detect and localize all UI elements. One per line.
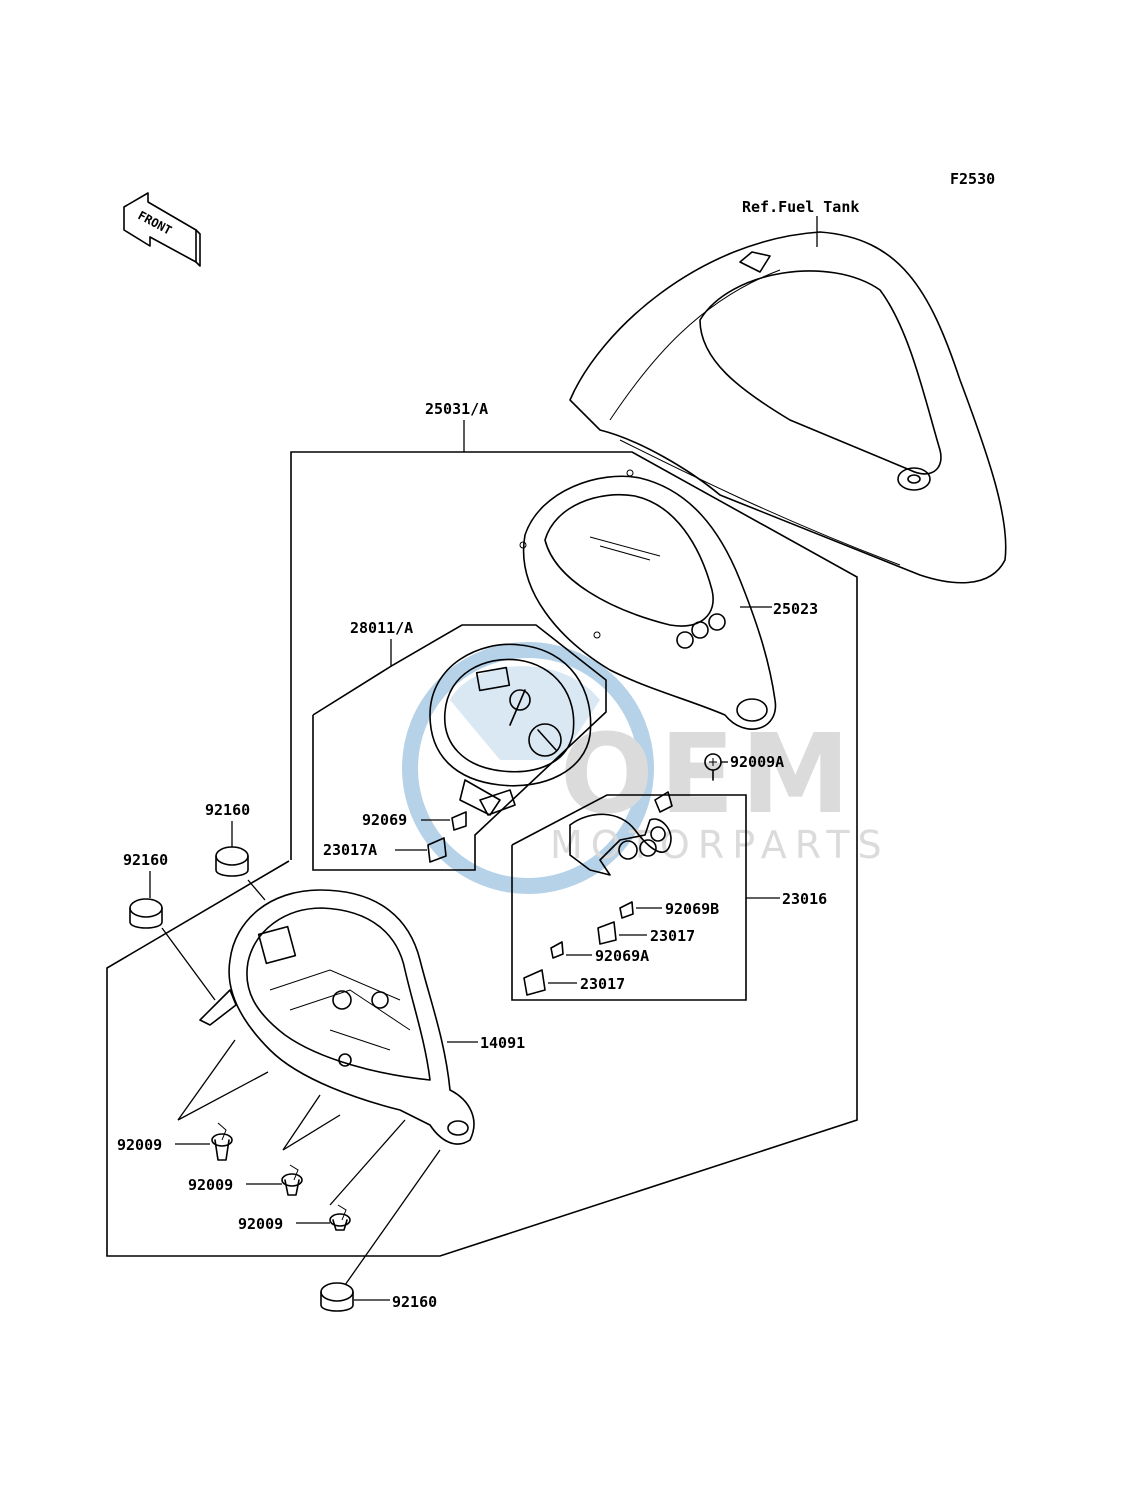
callout-23017-lower: 23017: [580, 975, 625, 993]
callout-92069a: 92069A: [595, 947, 649, 965]
ref-fuel-tank-label: Ref.Fuel Tank: [742, 198, 859, 216]
callout-23017a: 23017A: [323, 841, 377, 859]
socket-23017-upper-part: [597, 921, 617, 945]
meter-unit-subframe: [312, 624, 607, 871]
callout-92160-left: 92160: [123, 851, 168, 869]
callout-25023: 25023: [773, 600, 818, 618]
front-direction-icon: FRONT: [123, 192, 201, 267]
watermark-oem-text: OEM: [560, 710, 856, 838]
screw-92009-2-part: [281, 1164, 303, 1196]
figure-code: F2530: [950, 170, 995, 188]
grommet-92160-bottom-part: [320, 1282, 354, 1312]
callout-92069: 92069: [362, 811, 407, 829]
socket-23017a-part: [427, 837, 447, 863]
bulb-92069a-part: [550, 941, 564, 959]
grommet-92160-upper-part: [215, 846, 249, 877]
bulb-92069b-part: [619, 901, 634, 919]
grommet-92160-left-part: [129, 898, 163, 929]
callout-92160-upper: 92160: [205, 801, 250, 819]
callout-25031a: 25031/A: [425, 400, 488, 418]
callout-92069b: 92069B: [665, 900, 719, 918]
watermark: MOTORPARTS OEM: [402, 642, 890, 894]
callout-23016: 23016: [782, 890, 827, 908]
socket-23017-lower-part: [523, 969, 546, 996]
fuel-tank-cover: [569, 231, 1007, 584]
meter-assembly-frame: [106, 451, 858, 1257]
socket-bracket-part: [569, 791, 673, 876]
meter-unit-part: [429, 643, 592, 816]
meter-housing-part: [199, 889, 475, 1145]
callout-23017-upper: 23017: [650, 927, 695, 945]
callout-14091: 14091: [480, 1034, 525, 1052]
meter-case-part: [519, 469, 777, 730]
callout-92009-3: 92009: [238, 1215, 283, 1233]
screw-92009-3-part: [329, 1204, 351, 1231]
front-label: FRONT: [136, 208, 174, 237]
watermark-motorparts-text: MOTORPARTS: [550, 823, 890, 867]
callout-92009-1: 92009: [117, 1136, 162, 1154]
callout-92009a: 92009A: [730, 753, 784, 771]
callout-92160-bottom: 92160: [392, 1293, 437, 1311]
bulb-92069-part: [451, 811, 467, 831]
callout-92009-2: 92009: [188, 1176, 233, 1194]
screw-92009-1-part: [211, 1122, 233, 1161]
callout-28011a: 28011/A: [350, 619, 413, 637]
